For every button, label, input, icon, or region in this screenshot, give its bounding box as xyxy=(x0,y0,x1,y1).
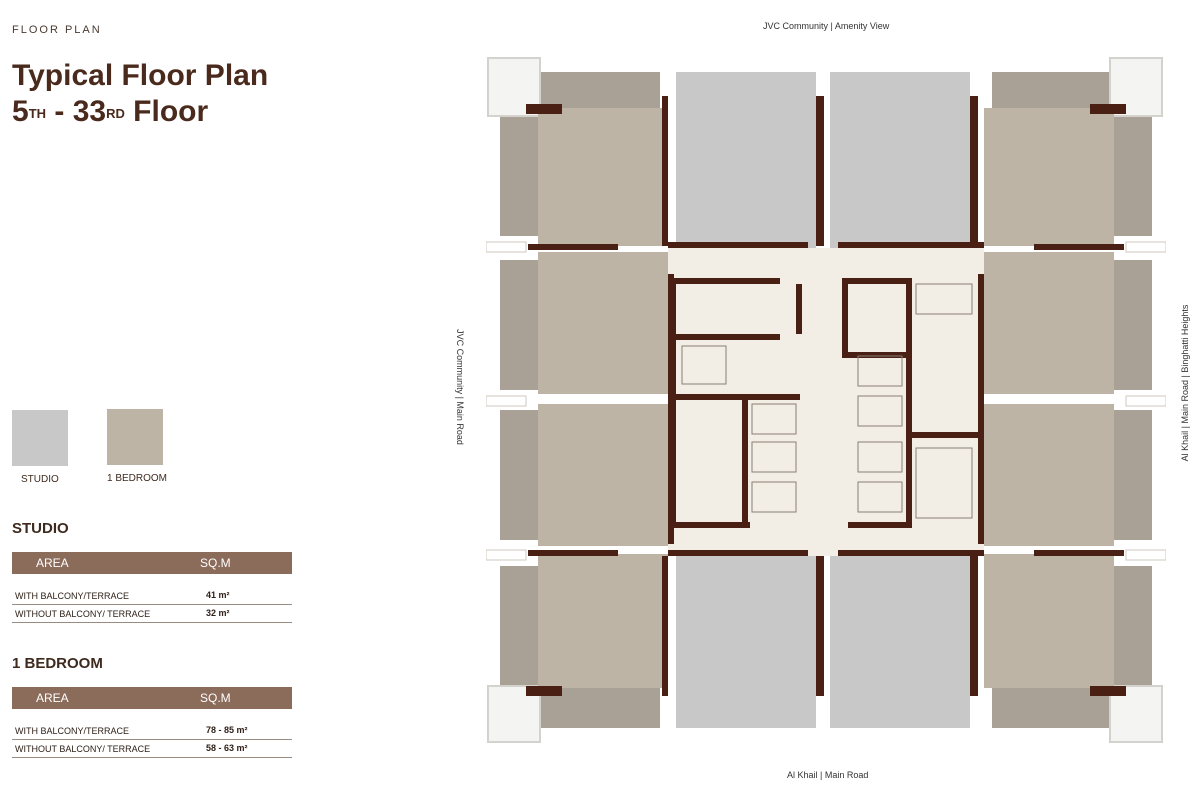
orientation-bottom-label: Al Khail | Main Road xyxy=(787,770,869,780)
studio-section-title: STUDIO xyxy=(12,520,69,537)
table-row: WITHOUT BALCONY/ TERRACE 58 - 63 m² xyxy=(12,740,292,758)
legend-studio-label: STUDIO xyxy=(21,474,59,485)
table-row: WITH BALCONY/TERRACE 41 m² xyxy=(12,587,292,605)
table-row: WITH BALCONY/TERRACE 78 - 85 m² xyxy=(12,722,292,740)
legend-studio-swatch xyxy=(12,410,68,466)
bedroom-section-title: 1 BEDROOM xyxy=(12,655,103,672)
bedroom-col-area: AREA xyxy=(36,691,69,705)
studio-units xyxy=(676,72,970,728)
legend-bedroom-swatch xyxy=(107,409,163,465)
studio-table-header: AREA SQ.M xyxy=(12,552,292,574)
plan-side-openings xyxy=(486,241,1166,561)
orientation-top-label: JVC Community | Amenity View xyxy=(763,21,890,31)
core-walls xyxy=(526,96,1126,696)
floor-plan-drawing xyxy=(486,57,1166,743)
title-line-2: 5TH - 33RD Floor xyxy=(12,95,209,128)
section-eyebrow: FLOOR PLAN xyxy=(12,24,102,36)
orientation-left-label: JVC Community | Main Road xyxy=(455,329,465,445)
title-line-1: Typical Floor Plan xyxy=(12,59,269,92)
page-title: Typical Floor Plan 5TH - 33RD Floor xyxy=(12,58,268,130)
orientation-right-label: Al Khail | Main Road | Binghatti Heights xyxy=(1180,304,1190,462)
studio-col-sqm: SQ.M xyxy=(200,556,231,570)
central-core xyxy=(668,248,984,556)
studio-col-area: AREA xyxy=(36,556,69,570)
legend-bedroom-label: 1 BEDROOM xyxy=(107,473,168,484)
table-row: WITHOUT BALCONY/ TERRACE 32 m² xyxy=(12,605,292,623)
bedroom-table-header: AREA SQ.M xyxy=(12,687,292,709)
bedroom-col-sqm: SQ.M xyxy=(200,691,231,705)
bedroom-units xyxy=(538,108,1114,688)
lift-shafts xyxy=(681,283,973,519)
